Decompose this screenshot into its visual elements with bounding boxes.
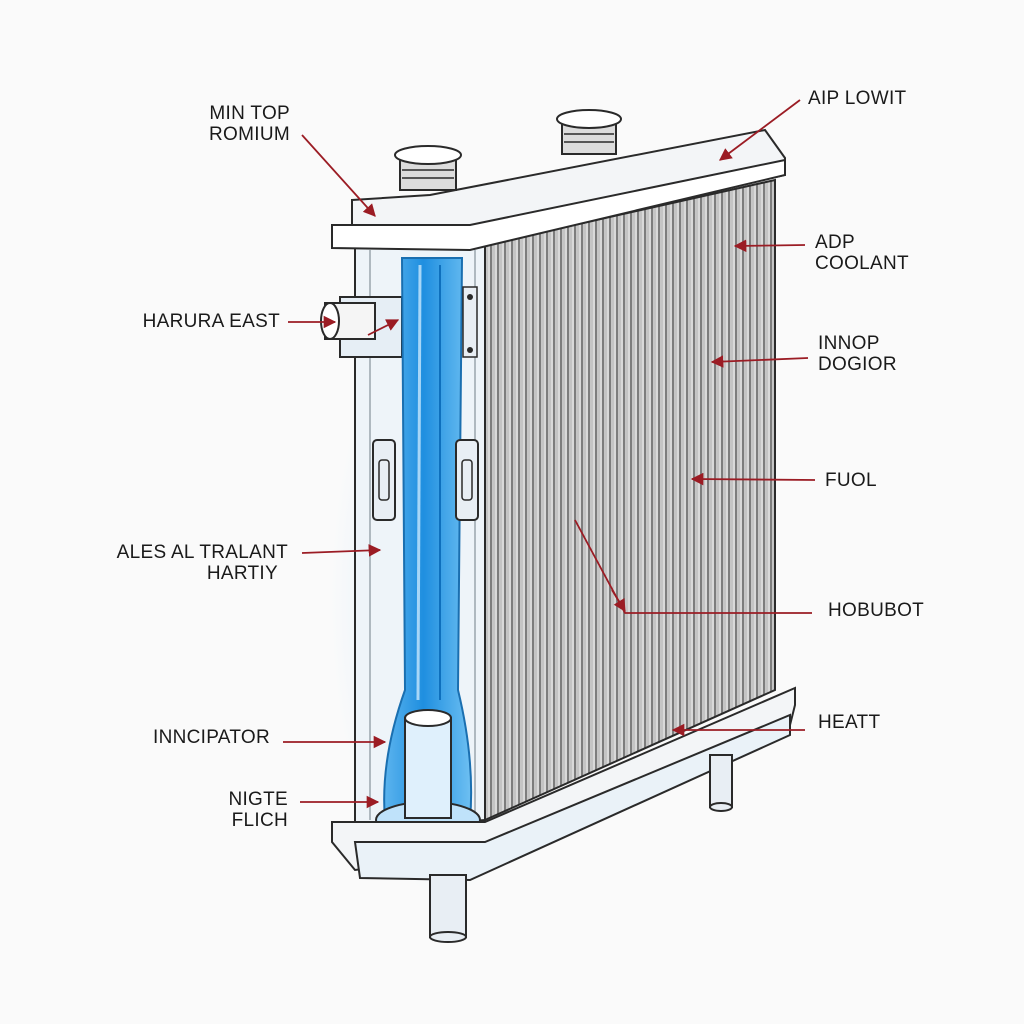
label-adp-coolant: ADP COOLANT [815, 232, 909, 274]
inlet-pipe [320, 296, 403, 358]
leg-right [709, 754, 733, 812]
bracket-left [372, 439, 396, 521]
label-hobubot: HOBUBOT [828, 600, 925, 621]
top-tank-lip [331, 158, 786, 252]
leader-harura-east-2 [367, 319, 400, 336]
radiator-cap-left [394, 145, 462, 191]
label-fuol: FUOL [825, 470, 877, 491]
label-ales-al-tralant-hartiy: ALES AL TRALANT HARTIY [116, 542, 288, 584]
label-min-top-romium: MIN TOP ROMIUM [209, 103, 290, 145]
label-aip-lowit: AIP LOWIT [808, 88, 907, 109]
leg-left [429, 874, 467, 943]
label-heatt: HEATT [818, 712, 881, 733]
leader-fuol [690, 472, 816, 486]
leader-adp-coolant [733, 239, 806, 253]
label-innop-dogior: INNOP DOGIOR [818, 333, 897, 375]
radiator-cap-right [556, 109, 622, 155]
bracket-right [455, 439, 479, 521]
label-nigte-flich: NIGTE FLICH [228, 789, 288, 831]
leader-lines [283, 99, 816, 809]
leader-hobubot [574, 519, 812, 614]
leader-innop-dogior [710, 355, 809, 368]
label-inncipator: INNCIPATOR [152, 727, 270, 748]
leader-aip-lowit [718, 99, 801, 161]
leader-min-top-romium [301, 134, 376, 217]
label-harura-east: HARURA EAST [142, 311, 280, 332]
leader-ales-al-tralant [301, 544, 382, 557]
